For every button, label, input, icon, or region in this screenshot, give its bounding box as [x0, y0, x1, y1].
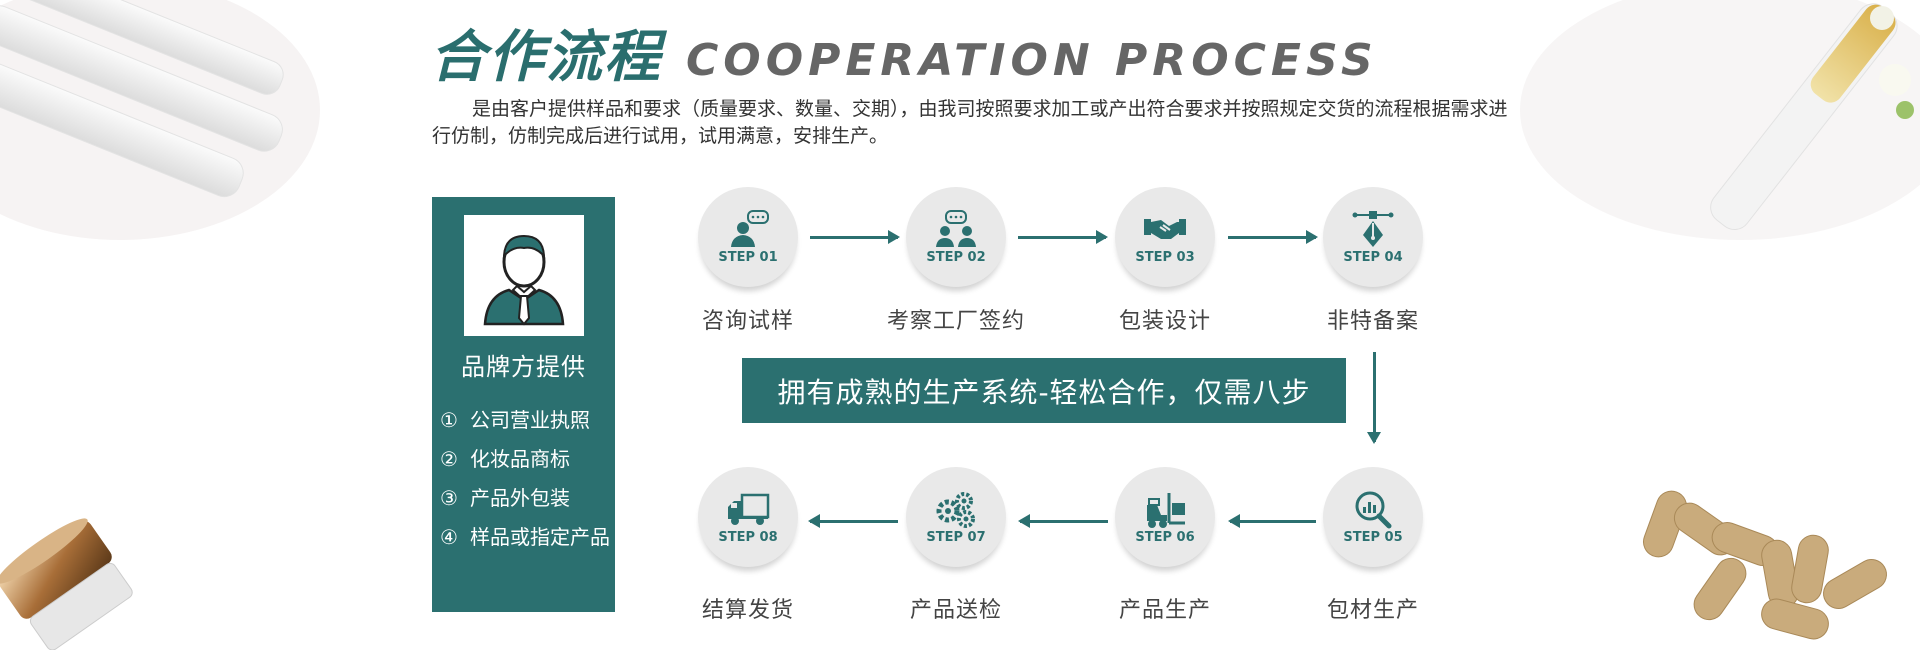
gears-icon — [936, 492, 975, 528]
step-label: STEP 01 — [718, 250, 778, 265]
step-06: STEP 06 — [1115, 467, 1215, 567]
step-01: STEP 01 — [698, 187, 798, 287]
step-name: 非特备案 — [1326, 309, 1419, 334]
list-item-number: ③ — [440, 486, 458, 510]
step-label: STEP 03 — [1135, 250, 1195, 265]
step-label: STEP 04 — [1343, 250, 1403, 265]
arrow-down — [1367, 352, 1381, 444]
page-subtitle: COOPERATION PROCESS — [686, 35, 1378, 86]
pen-tool-icon — [1352, 211, 1394, 247]
step-label: STEP 07 — [926, 530, 986, 545]
page-title-group: 合作流程 COOPERATION PROCESS — [430, 22, 1378, 88]
step-04: STEP 04 — [1323, 187, 1423, 287]
decorative-cosmetic-jar-image — [0, 518, 133, 650]
decorative-tube-flower-image — [1520, 0, 1920, 240]
arrow-right — [1228, 230, 1318, 244]
list-item-text: 公司营业执照 — [470, 408, 590, 432]
list-item-text: 化妆品商标 — [470, 447, 570, 471]
list-item: ① 公司营业执照 — [440, 407, 610, 433]
list-item: ② 化妆品商标 — [440, 446, 610, 472]
step-label: STEP 05 — [1343, 530, 1403, 545]
step-02: STEP 02 — [906, 187, 1006, 287]
step-name: 结算发货 — [701, 598, 794, 623]
magnifier-chart-icon — [1355, 491, 1392, 529]
step-name: 包装设计 — [1118, 309, 1211, 334]
arrow-left — [1018, 514, 1108, 528]
process-description: 是由客户提供样品和要求（质量要求、数量、交期），由我司按照要求加工或产出符合要求… — [432, 98, 1508, 147]
step-07: STEP 07 — [906, 467, 1006, 567]
list-item-number: ② — [440, 447, 458, 471]
step-label: STEP 08 — [718, 530, 778, 545]
list-item-number: ④ — [440, 525, 458, 549]
arrow-right — [1018, 230, 1108, 244]
step-name: 产品送检 — [909, 598, 1002, 623]
step-03: STEP 03 — [1115, 187, 1215, 287]
step-name: 包材生产 — [1326, 598, 1419, 623]
delivery-truck-icon — [728, 493, 770, 525]
list-item-text: 样品或指定产品 — [470, 525, 610, 549]
decorative-tubes-image — [0, 0, 330, 260]
step-label: STEP 06 — [1135, 530, 1195, 545]
step-label: STEP 02 — [926, 250, 986, 265]
businessman-avatar-icon — [483, 234, 565, 326]
step-name: 产品生产 — [1118, 598, 1211, 623]
list-item-number: ① — [440, 408, 458, 432]
avatar — [464, 215, 584, 336]
step-name: 咨询试样 — [701, 309, 794, 334]
step-05: STEP 05 — [1323, 467, 1423, 567]
meeting-icon — [936, 210, 976, 247]
list-item: ③ 产品外包装 — [440, 485, 610, 511]
arrow-right — [810, 230, 900, 244]
brand-requirements-panel: 品牌方提供 ① 公司营业执照 ② 化妆品商标 ③ 产品外包装 ④ 样品或指定产品 — [432, 197, 615, 612]
panel-title: 品牌方提供 — [461, 353, 586, 381]
decorative-capsules-image — [1643, 490, 1887, 640]
page-title: 合作流程 — [430, 25, 662, 90]
arrow-left — [808, 514, 898, 528]
step-name: 考察工厂签约 — [886, 309, 1025, 334]
handshake-icon — [1144, 219, 1186, 239]
list-item: ④ 样品或指定产品 — [440, 524, 610, 550]
requirements-list: ① 公司营业执照 ② 化妆品商标 ③ 产品外包装 ④ 样品或指定产品 — [440, 407, 610, 563]
forklift-icon — [1147, 493, 1185, 528]
arrow-left — [1228, 514, 1316, 528]
process-banner: 拥有成熟的生产系统-轻松合作，仅需八步 — [742, 358, 1346, 423]
step-08: STEP 08 — [698, 467, 798, 567]
consultant-chat-icon — [731, 210, 769, 247]
list-item-text: 产品外包装 — [470, 486, 570, 510]
